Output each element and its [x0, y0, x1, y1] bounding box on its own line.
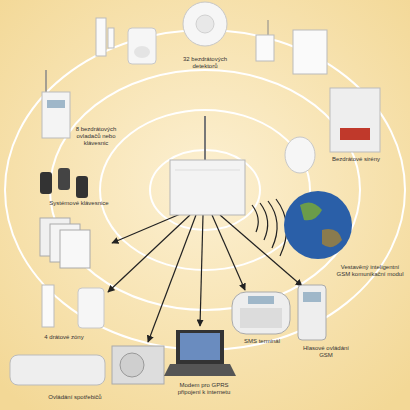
continent	[322, 229, 342, 247]
siren-light	[340, 128, 370, 140]
sms-display	[248, 296, 274, 304]
pir-detector	[285, 137, 315, 173]
antenna	[204, 116, 206, 160]
signal-ring	[150, 150, 260, 230]
phone-display	[303, 292, 321, 302]
arrow	[112, 212, 185, 243]
arrow	[148, 215, 196, 342]
flood-detector	[256, 35, 274, 61]
fan	[120, 353, 144, 377]
sms-keys	[240, 308, 282, 328]
system-keypad	[60, 230, 90, 268]
device-caption: 4 drátové zóny	[36, 334, 92, 341]
gsm-phone	[298, 285, 326, 340]
pir-detector	[78, 288, 104, 328]
arrow	[200, 215, 203, 326]
device-caption: Bezdrátové sirény	[328, 156, 384, 163]
air-conditioner	[10, 355, 105, 385]
key-fob	[40, 172, 52, 194]
pir-detector	[128, 28, 156, 64]
pir-lens	[134, 46, 150, 58]
air-conditioner-outdoor	[112, 346, 164, 384]
signal-ring	[100, 110, 310, 270]
panel-detail	[175, 170, 240, 171]
door-magnet	[108, 28, 114, 48]
continent	[300, 202, 322, 220]
globe	[284, 191, 352, 259]
device-caption: 8 bezdrátových ovladačů nebo klávesnic	[70, 126, 122, 147]
wireless-keypad	[42, 92, 70, 138]
device-caption: Ovládání spotřebičů	[40, 394, 110, 401]
device-caption: Vestavěný inteligentní GSM komunikační m…	[334, 264, 406, 278]
door-contact	[42, 285, 54, 327]
laptop-base	[164, 364, 236, 376]
device-caption: 32 bezdrátových detektorů	[172, 56, 238, 70]
radio-wave	[268, 201, 277, 248]
laptop-display	[180, 333, 220, 360]
sms-terminal	[232, 292, 290, 334]
radio-wave	[260, 203, 268, 240]
siren	[330, 88, 380, 152]
arrow	[108, 215, 190, 292]
antenna	[268, 20, 269, 35]
detector-box	[293, 30, 327, 74]
laptop-screen	[176, 330, 224, 364]
control-panel	[170, 160, 245, 215]
device-caption: Hlasové ovládání GSM	[296, 345, 356, 359]
door-contact	[96, 18, 106, 56]
arrow	[212, 215, 245, 290]
device-caption: Systémové klávesnice	[48, 200, 110, 207]
signal-ring	[50, 70, 360, 310]
device-caption: SMS terminál	[236, 338, 288, 345]
radio-wave	[252, 205, 258, 232]
smoke-detector	[183, 2, 227, 46]
antenna	[45, 70, 47, 92]
key-fob	[58, 168, 70, 190]
device-caption: Modem pro GPRS připojení k internetu	[176, 382, 232, 396]
signal-ring	[5, 30, 405, 350]
smoke-detector-center	[196, 15, 214, 33]
keypad-display	[47, 100, 65, 108]
key-fob	[76, 176, 88, 198]
